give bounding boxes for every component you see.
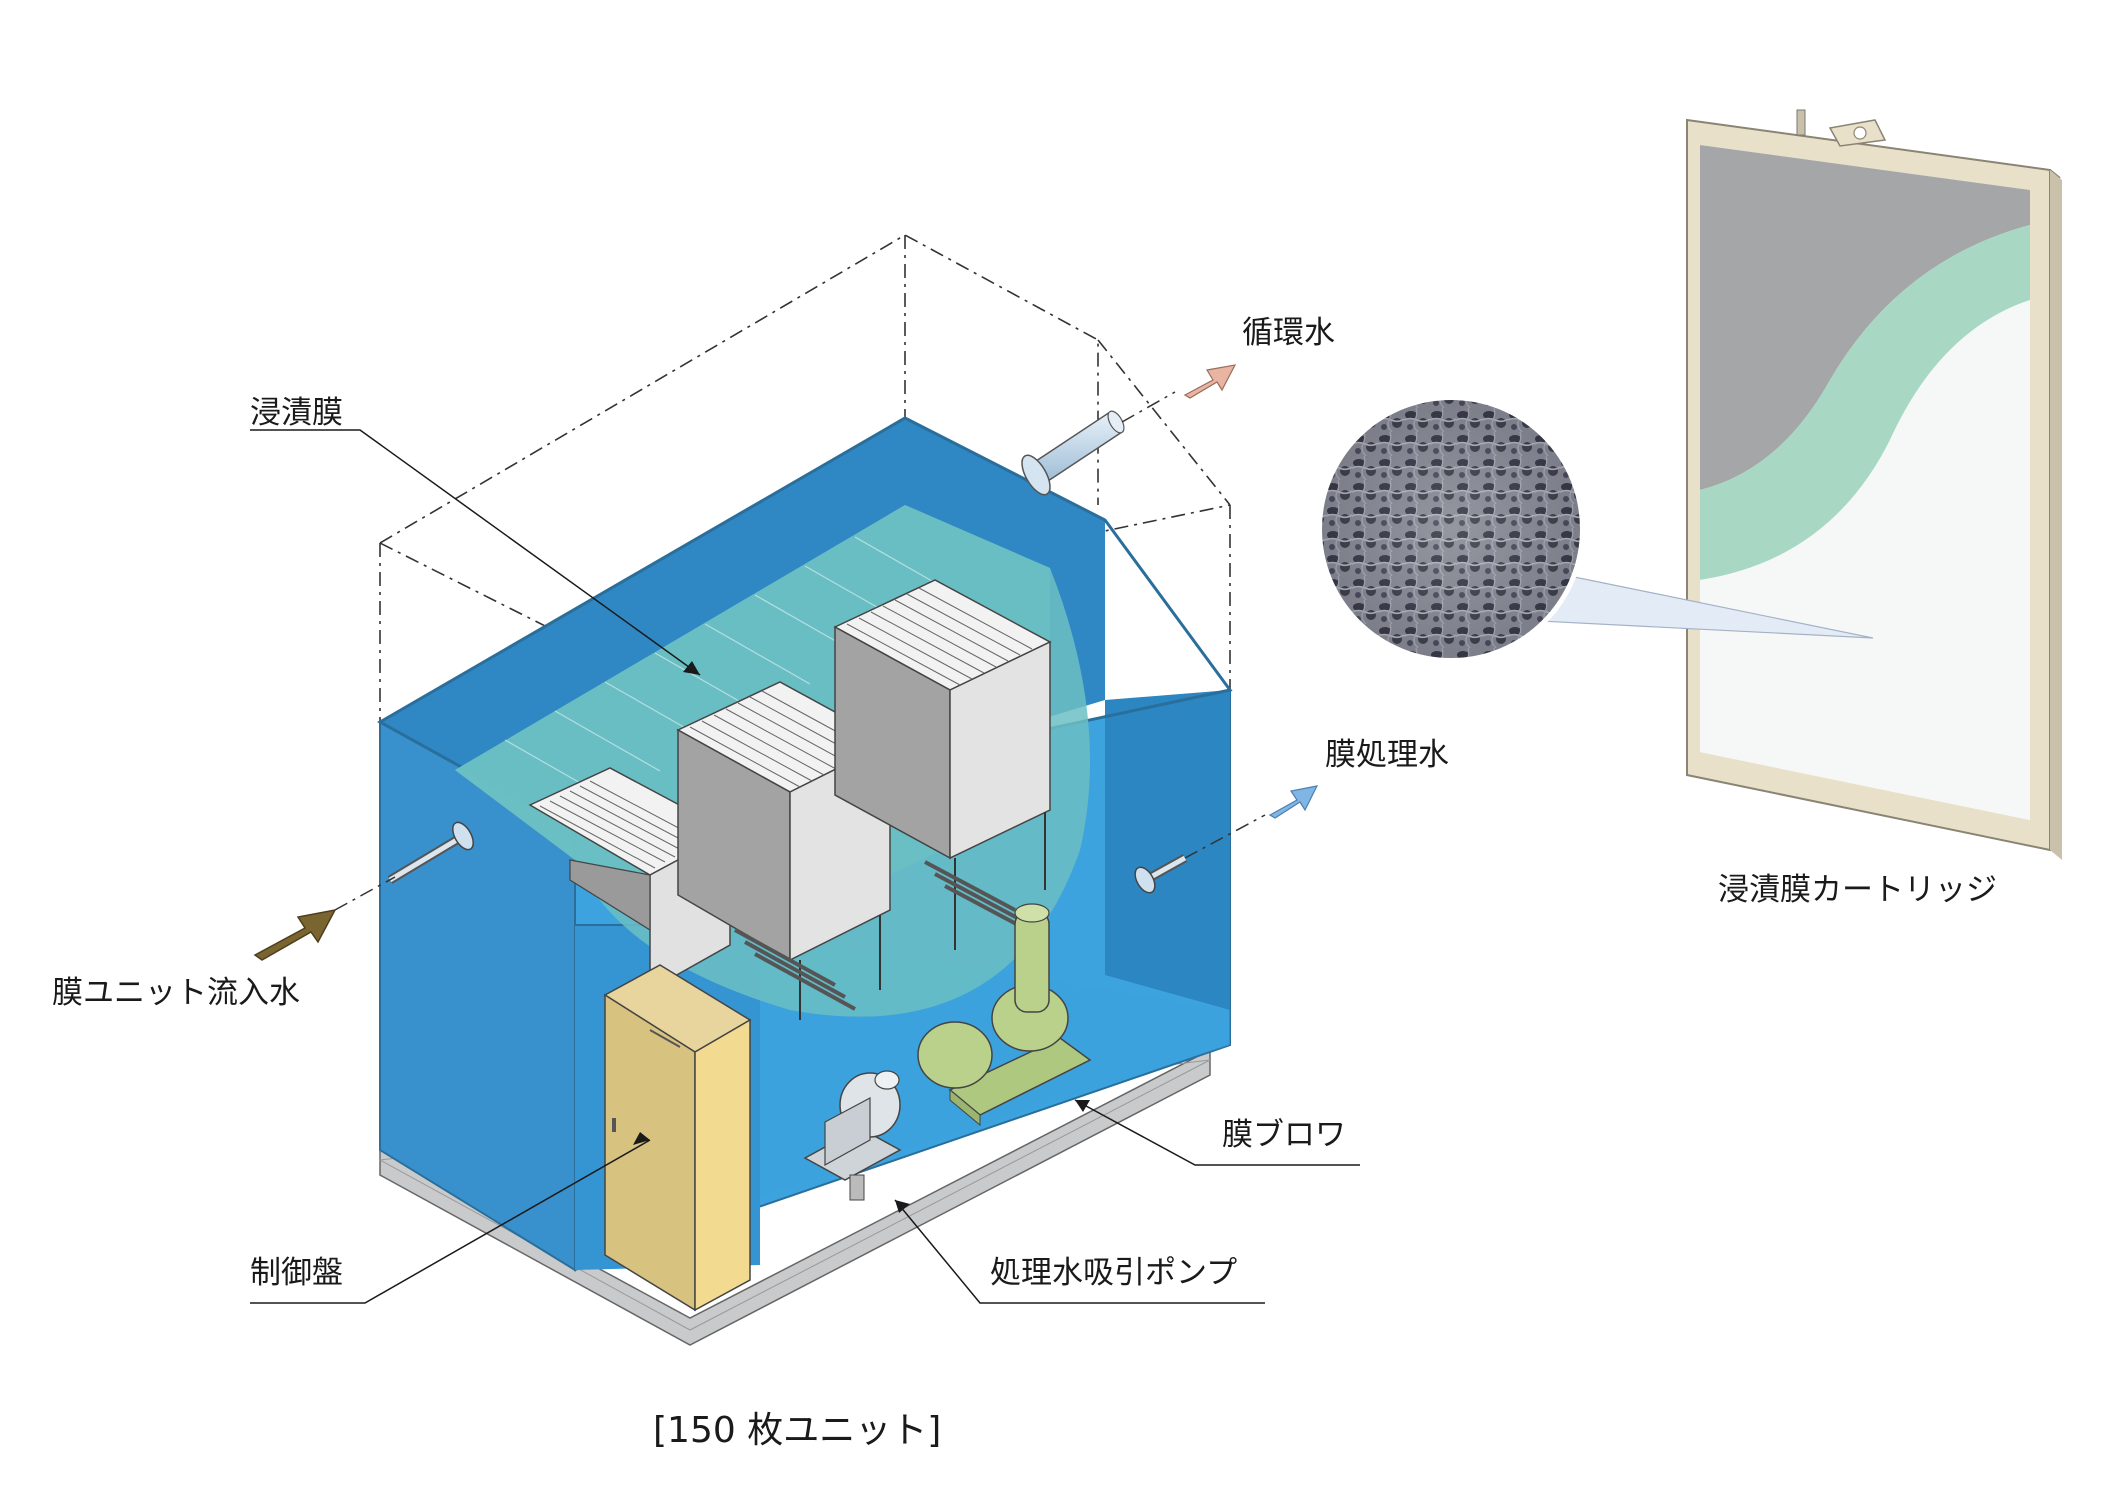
circulation-pipe [1021,410,1125,496]
membrane-module-rear [833,579,1052,950]
label-unit-inflow: 膜ユニット流入水 [52,975,300,1011]
circulation-flow-line [1121,391,1176,423]
label-suction-pump: 処理水吸引ポンプ [990,1255,1238,1291]
label-cartridge: 浸漬膜カートリッジ [1718,872,1997,908]
inflow-pipe [387,821,474,884]
label-immersion-membrane: 浸漬膜 [250,395,343,431]
inflow-flow-line [334,876,396,911]
circulation-arrow [1183,364,1237,399]
inflow-arrow [253,908,337,961]
label-control-panel: 制御盤 [250,1255,343,1291]
treated-water-arrow [1268,785,1319,819]
leader-lines [250,429,1360,1304]
membrane-blower [917,903,1092,1127]
figure-caption: [150 枚ユニット] [653,1410,942,1451]
leader-arrowheads [633,661,1090,1213]
label-treated-water: 膜処理水 [1325,737,1449,773]
microscope-view [1317,395,1585,663]
membrane-cartridge [1686,109,2062,860]
control-panel-cabinet [603,964,752,1312]
label-circulation-water: 循環水 [1242,315,1335,351]
suction-pump [803,1070,902,1201]
label-membrane-blower: 膜ブロワ [1222,1117,1346,1153]
treated-outlet-pipe [1134,854,1188,894]
